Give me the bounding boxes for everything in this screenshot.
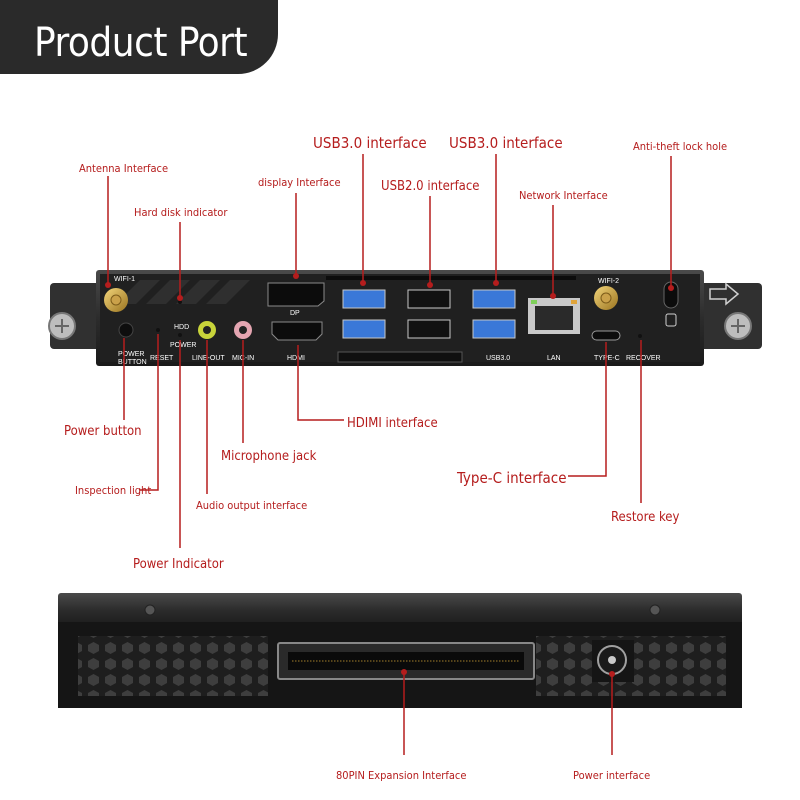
arrow-icon (709, 282, 740, 306)
svg-text:LINE-OUT: LINE-OUT (192, 355, 225, 362)
label-antenna: Antenna Interface (79, 162, 169, 175)
label-power-interface: Power interface (573, 769, 651, 782)
svg-text:RECOVER: RECOVER (626, 355, 661, 362)
page-title: Product Port (34, 20, 248, 66)
svg-text:RESET: RESET (150, 355, 174, 362)
label-restore: Restore key (611, 510, 680, 525)
label-microphone: Microphone jack (221, 449, 317, 464)
label-inspection: Inspection light (75, 484, 152, 497)
label-power-indicator: Power Indicator (133, 557, 224, 572)
label-hdmi: HDIMI interface (347, 416, 438, 431)
svg-text:HDMI: HDMI (287, 355, 305, 362)
label-network: Network Interface (519, 189, 608, 202)
leader-lines (107, 154, 672, 755)
label-power-button: Power button (64, 424, 142, 439)
label-typec: Type-C interface (457, 469, 567, 487)
label-usb30-left: USB3.0 interface (313, 134, 427, 152)
svg-text:WIFI-1: WIFI-1 (114, 276, 135, 283)
svg-text:WIFI-2: WIFI-2 (598, 278, 619, 285)
svg-text:HDD: HDD (174, 324, 189, 331)
svg-text:POWER: POWER (118, 351, 144, 358)
label-anti-theft: Anti-theft lock hole (633, 140, 728, 153)
label-audio-out: Audio output interface (196, 499, 308, 512)
svg-text:LAN: LAN (547, 355, 561, 362)
svg-text:POWER: POWER (170, 342, 196, 349)
label-expansion: 80PIN Expansion Interface (336, 769, 467, 782)
header-tab: Product Port (0, 0, 278, 74)
rear-panel (58, 593, 742, 708)
front-panel: WIFI-1 POWER BUTTON RESET HDD POWER LINE… (48, 270, 762, 366)
svg-text:BUTTON: BUTTON (118, 359, 147, 366)
svg-text:USB3.0: USB3.0 (486, 355, 510, 362)
label-usb30-right: USB3.0 interface (449, 134, 563, 152)
svg-text:DP: DP (290, 310, 300, 317)
label-display: display Interface (258, 176, 341, 189)
label-hdd-indicator: Hard disk indicator (134, 206, 228, 219)
svg-text:TYPE-C: TYPE-C (594, 355, 620, 362)
label-usb20: USB2.0 interface (381, 179, 480, 194)
